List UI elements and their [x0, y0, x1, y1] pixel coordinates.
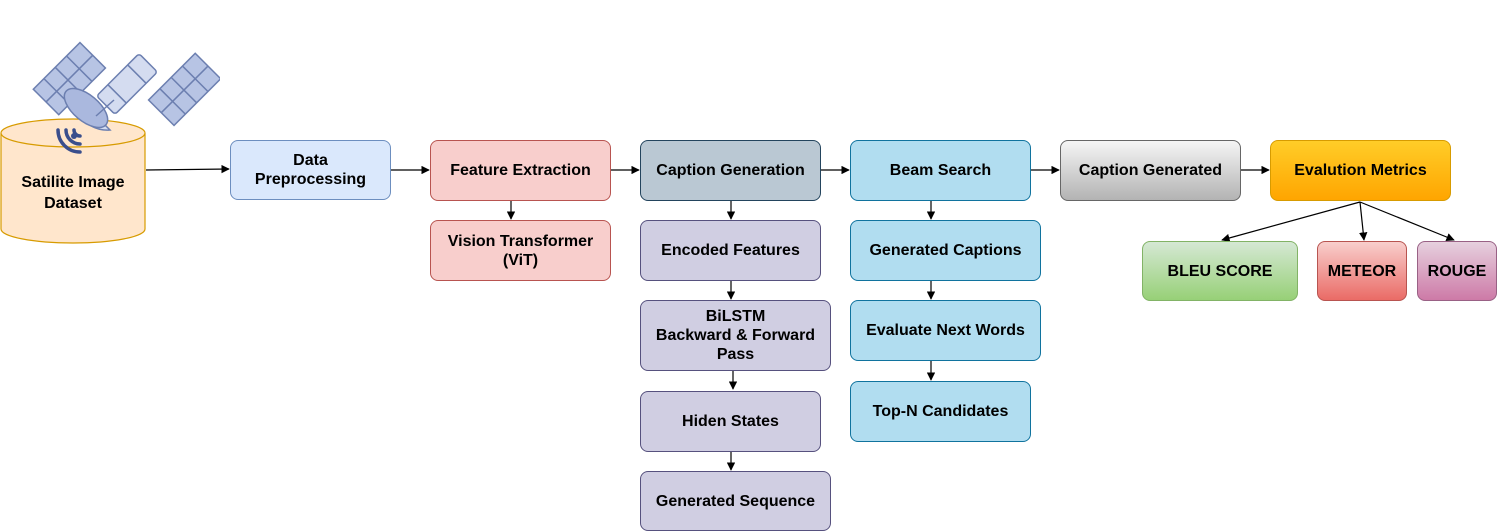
edge-metrics-rouge	[1359, 201, 1455, 242]
dataset-label: Satilite Image Dataset	[21, 174, 125, 212]
feature-extraction-node: Feature Extraction	[430, 140, 611, 201]
beam-search-node: Beam Search	[850, 140, 1031, 201]
generated-sequence-node: Generated Sequence	[640, 471, 831, 531]
encoded-features-node: Encoded Features	[640, 220, 821, 281]
bleu-score-node: BLEU SCORE	[1142, 241, 1298, 301]
evaluation-metrics-node: Evalution Metrics	[1270, 140, 1451, 201]
rouge-node: ROUGE	[1417, 241, 1497, 301]
satellite-icon	[32, 41, 220, 154]
caption-generation-node: Caption Generation	[640, 140, 821, 201]
evaluate-next-words-node: Evaluate Next Words	[850, 300, 1041, 361]
caption-generated-node: Caption Generated	[1060, 140, 1241, 201]
meteor-node: METEOR	[1317, 241, 1407, 301]
hidden-states-node: Hiden States	[640, 391, 821, 452]
generated-captions-node: Generated Captions	[850, 220, 1041, 281]
top-n-candidates-node: Top-N Candidates	[850, 381, 1031, 442]
edge-metrics-meteor	[1359, 201, 1368, 241]
edge-metrics-bleu	[1221, 201, 1361, 243]
edge-dataset-preprocessing	[145, 164, 230, 174]
vision-transformer-node: Vision Transformer (ViT)	[430, 220, 611, 281]
data-preprocessing-node: Data Preprocessing	[230, 140, 391, 200]
bilstm-node: BiLSTM Backward & Forward Pass	[640, 300, 831, 371]
database-cylinder-icon	[0, 118, 146, 244]
